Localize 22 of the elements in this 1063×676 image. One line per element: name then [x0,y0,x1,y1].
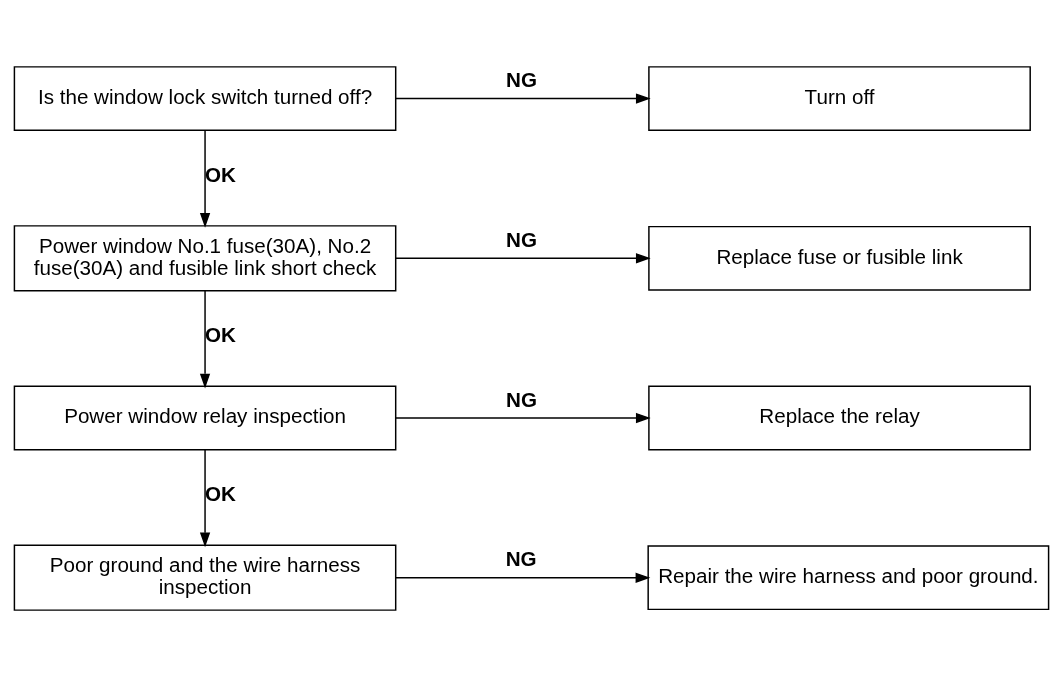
arrow [199,289,211,388]
node-box: Replace the relay [648,385,1031,450]
edge-label: OK [205,322,236,346]
node-box: Repair the wire harness and poor ground. [647,544,1050,610]
arrow [395,412,651,423]
edge-label: OK [205,481,236,505]
arrow [395,252,651,263]
node-box: Power window relay inspection [13,385,397,450]
arrow [395,572,651,583]
node-box: Poor ground and the wire harness inspection [13,544,397,611]
edge-label: OK [205,162,236,186]
edge-label: NG [505,546,537,570]
arrow [395,92,651,104]
edge-label: NG [506,67,538,91]
arrow [199,129,211,228]
arrow [199,448,211,547]
edge-label: NG [506,387,538,411]
edge-label: NG [506,227,538,251]
node-box: Power window No.1 fuse(30A), No.2 fuse(30A) and fusible link short check [13,224,397,291]
node-box: Turn off [648,65,1031,131]
node-box: Is the window lock switch turned off? [13,65,397,131]
node-box: Replace fuse or fusible link [648,225,1031,291]
